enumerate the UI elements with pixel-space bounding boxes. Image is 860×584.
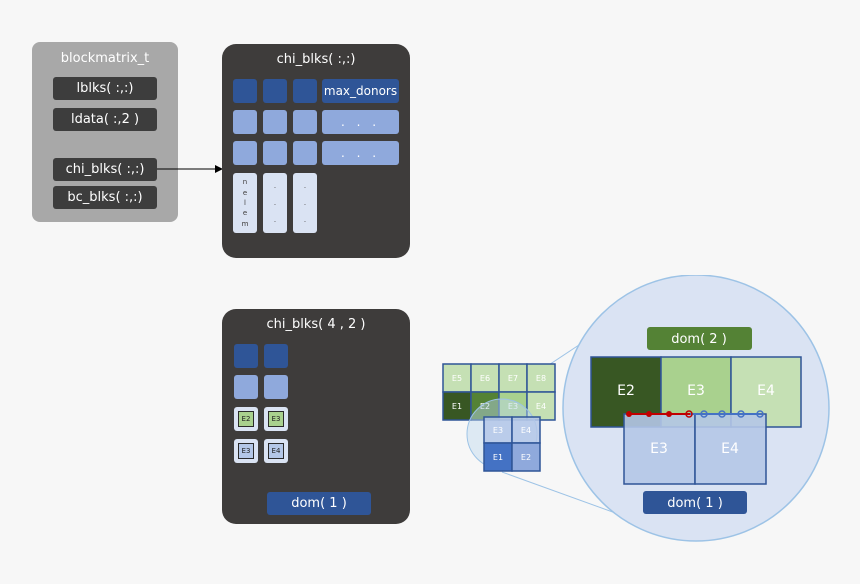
blockmatrix-title: blockmatrix_t	[60, 51, 150, 66]
cell	[293, 141, 317, 165]
column-dots: . . .	[263, 173, 287, 233]
small-grid-label: E8	[536, 374, 546, 383]
zoom-cell-label: E4	[757, 383, 775, 399]
element-tile: E2	[234, 407, 258, 431]
small-grid-label: E3	[508, 402, 518, 411]
element-tile: E4	[264, 439, 288, 463]
dom2-label-bg	[647, 327, 752, 350]
small-grid-label: E6	[480, 374, 490, 383]
column-dot: .	[273, 198, 277, 207]
field-bc-blks: bc_blks( :,:)	[53, 186, 157, 209]
nelem-column: n e l e m	[233, 173, 257, 233]
small-grid-label: E4	[536, 402, 546, 411]
interface-point	[685, 410, 693, 418]
cell	[233, 110, 257, 134]
interface-point	[737, 410, 745, 418]
interface-point	[666, 411, 672, 417]
dom2-label: dom( 2 )	[671, 332, 727, 347]
element-tile-label: E4	[268, 443, 284, 459]
small-grid-mid-row: E1 E2 E3 E4	[442, 391, 556, 421]
chi-blks-panel-title: chi_blks( :,:)	[276, 52, 356, 67]
element-tile: E3	[264, 407, 288, 431]
small-grid-label: E1	[493, 453, 503, 462]
small-grid-label: E4	[521, 426, 531, 435]
cell	[234, 375, 258, 399]
nelem-char: e	[242, 209, 248, 218]
small-grid-label: E1	[452, 402, 462, 411]
pointer-arrow	[157, 165, 223, 173]
small-grid-top-row: E5 E6 E7 E8	[442, 363, 556, 393]
cell	[263, 110, 287, 134]
chi-blks-4-2-panel: chi_blks( 4 , 2 ) E2 E3 E3 E4 dom( 1 )	[222, 309, 410, 524]
column-dot: .	[303, 181, 307, 190]
cell	[263, 79, 287, 103]
element-tile-label: E2	[238, 411, 254, 427]
chi-blks-panel: chi_blks( :,:) max_donors . . . . . . n …	[222, 44, 410, 258]
small-grid-label: E7	[508, 374, 518, 383]
zoom-cell-label: E3	[650, 441, 668, 457]
mesh-diagram: E5 E6 E7 E8 E1 E2 E3 E4 E3 E4 E1 E2 dom(…	[442, 275, 830, 542]
zoom-cell-label: E3	[687, 383, 705, 399]
cell	[293, 79, 317, 103]
element-tile-label: E3	[238, 443, 254, 459]
small-grid-lower: E3 E4 E1 E2	[483, 416, 541, 472]
nelem-char: e	[242, 188, 248, 197]
interface-point	[626, 411, 632, 417]
zoom-cell-blue	[694, 413, 767, 485]
interface-point	[700, 410, 708, 418]
cell	[234, 344, 258, 368]
max-donors-label: max_donors	[322, 79, 399, 103]
cell	[293, 110, 317, 134]
nelem-char: m	[241, 219, 249, 228]
zoom-cell-label: E2	[617, 383, 635, 399]
small-grid-label: E3	[493, 426, 503, 435]
field-ldata: ldata( :,2 )	[53, 108, 157, 131]
zoom-cell-blue	[623, 413, 696, 485]
dom1-label: dom( 1 )	[267, 492, 371, 515]
cell	[263, 141, 287, 165]
small-grid-label: E2	[521, 453, 531, 462]
dom1-zoom-label: dom( 1 )	[667, 496, 723, 511]
column-dot: .	[273, 216, 277, 225]
dom1-zoom-label-bg	[643, 491, 747, 514]
cell	[233, 79, 257, 103]
nelem-char: l	[244, 198, 246, 207]
cell	[264, 344, 288, 368]
small-grid-label: E2	[480, 402, 490, 411]
field-lblks: lblks( :,:)	[53, 77, 157, 100]
nelem-char: n	[242, 178, 248, 187]
cell	[264, 375, 288, 399]
interface-point	[718, 410, 726, 418]
column-dot: .	[303, 216, 307, 225]
row-ellipsis: . . .	[322, 141, 399, 165]
element-tile: E3	[234, 439, 258, 463]
cell	[233, 141, 257, 165]
row-ellipsis: . . .	[322, 110, 399, 134]
interface-point	[646, 411, 652, 417]
chi-blks-4-2-title: chi_blks( 4 , 2 )	[266, 317, 366, 332]
column-dot: .	[303, 198, 307, 207]
interface-point	[756, 410, 764, 418]
column-dot: .	[273, 181, 277, 190]
zoom-cell-label: E4	[721, 441, 739, 457]
field-chi-blks: chi_blks( :,:)	[53, 158, 157, 181]
small-grid-label: E5	[452, 374, 462, 383]
column-dots: . . .	[293, 173, 317, 233]
element-tile-label: E3	[268, 411, 284, 427]
blockmatrix-box: blockmatrix_t lblks( :,:) ldata( :,2 ) c…	[32, 42, 178, 222]
